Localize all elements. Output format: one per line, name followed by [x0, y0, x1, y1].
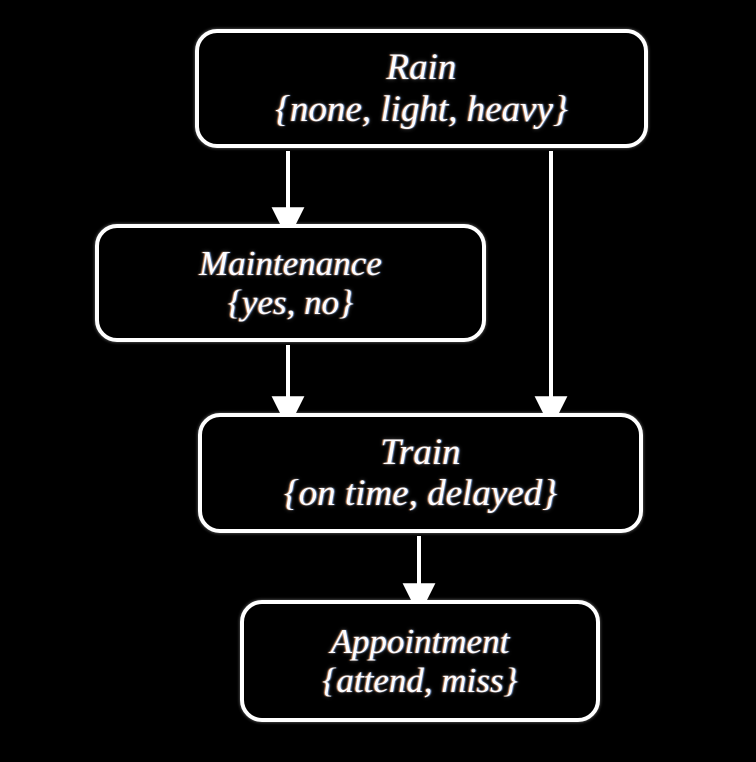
node-maintenance[interactable]: Maintenance {yes, no} [95, 224, 486, 342]
node-rain-title: Rain [386, 47, 457, 89]
node-appointment-states: {attend, miss} [322, 661, 518, 700]
node-appointment[interactable]: Appointment {attend, miss} [240, 600, 600, 722]
node-rain[interactable]: Rain {none, light, heavy} [195, 29, 648, 148]
node-appointment-title: Appointment [330, 621, 510, 661]
node-maintenance-states: {yes, no} [227, 283, 354, 322]
node-train-states: {on time, delayed} [283, 473, 558, 514]
node-maintenance-title: Maintenance [199, 243, 382, 283]
node-train[interactable]: Train {on time, delayed} [198, 413, 643, 533]
node-rain-states: {none, light, heavy} [275, 88, 568, 130]
node-train-title: Train [380, 431, 461, 473]
